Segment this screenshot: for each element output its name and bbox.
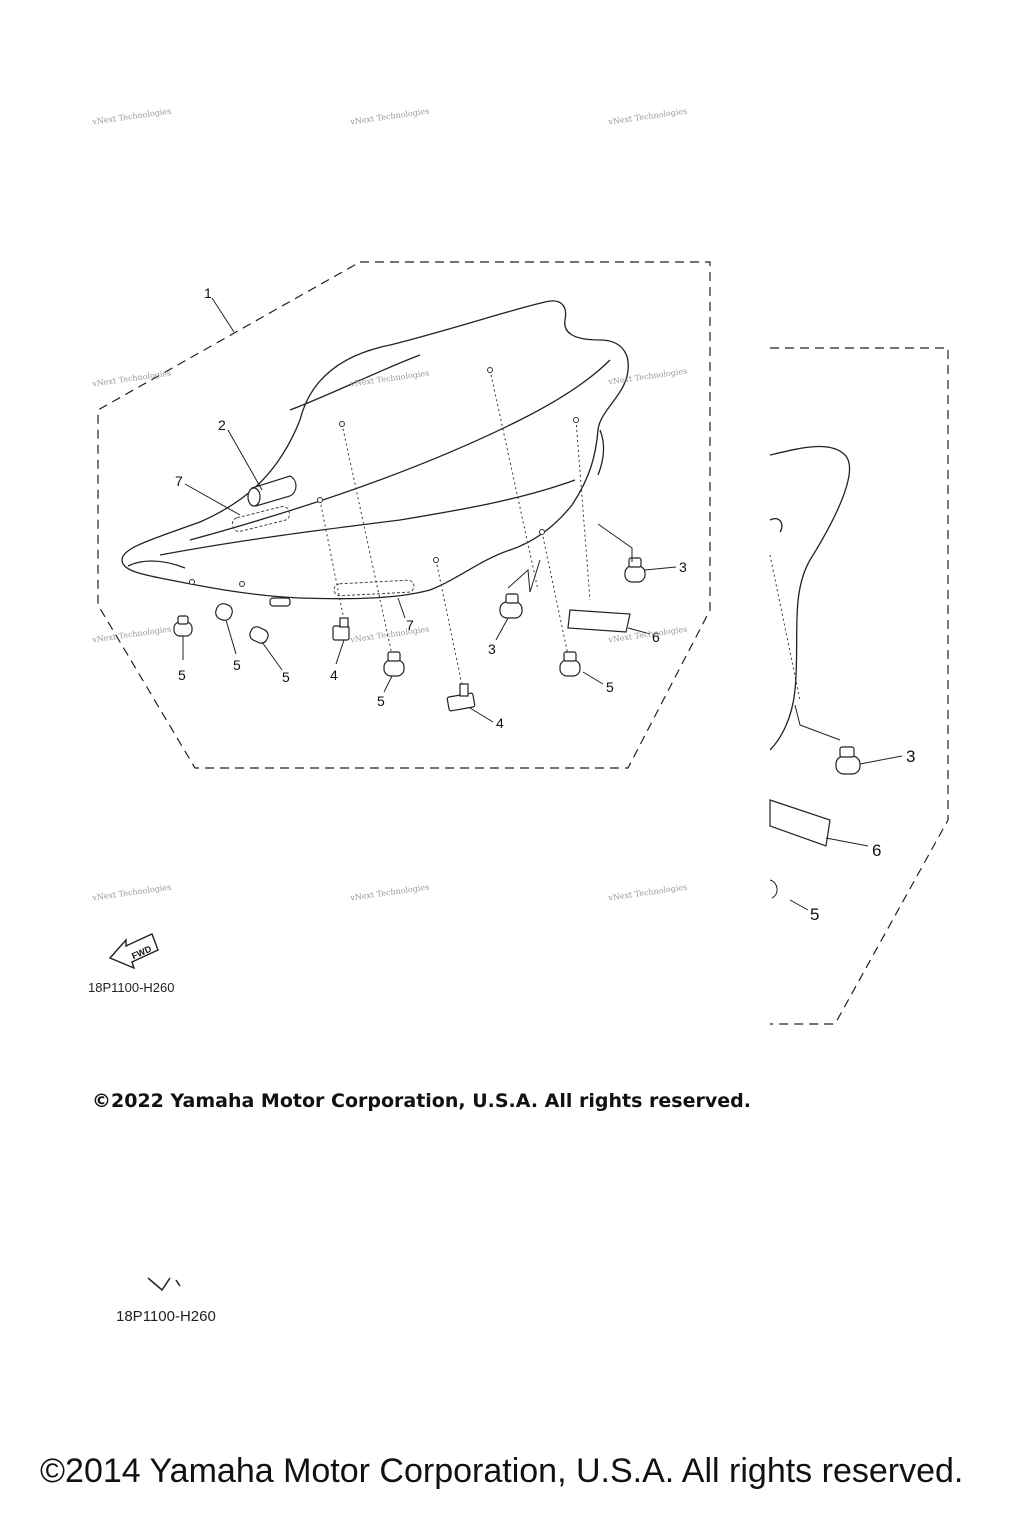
main-assembly-outline xyxy=(97,261,711,769)
guide-lines xyxy=(319,369,801,701)
callout-7-top: 7 xyxy=(175,473,183,489)
pads xyxy=(567,609,831,847)
part-code: 18P1100-H260 xyxy=(88,980,175,995)
callout-4-a: 4 xyxy=(330,667,338,683)
item-7-pad-right xyxy=(333,579,415,597)
bumper-partial xyxy=(769,879,778,899)
clips xyxy=(332,617,476,712)
callout-6-top: 6 xyxy=(652,629,660,645)
fwd-arrow-icon xyxy=(108,933,159,970)
item-2-roll xyxy=(247,475,297,507)
seat-holes xyxy=(189,367,579,587)
leader-lines xyxy=(182,297,903,911)
callout-4-b: 4 xyxy=(496,715,504,731)
bumpers xyxy=(173,557,861,775)
callout-5-d: 5 xyxy=(377,693,385,709)
copyright-2022: ©2022 Yamaha Motor Corporation, U.S.A. A… xyxy=(92,1090,751,1112)
callout-5-c: 5 xyxy=(282,669,290,685)
callout-2: 2 xyxy=(218,417,226,433)
zigzag-leader xyxy=(507,559,541,593)
part-code-lower: 18P1100-H260 xyxy=(116,1308,216,1325)
item-7-pad-left xyxy=(231,505,291,533)
callout-3-mid: 3 xyxy=(488,641,496,657)
callout-5-b: 5 xyxy=(233,657,241,673)
callout-5-a: 5 xyxy=(178,667,186,683)
seat xyxy=(121,300,629,600)
callout-1: 1 xyxy=(204,285,212,301)
copyright-2014: ©2014 Yamaha Motor Corporation, U.S.A. A… xyxy=(40,1452,964,1490)
callout-3-top: 3 xyxy=(679,559,687,575)
callout-3-right: 3 xyxy=(906,747,915,766)
callout-5-right: 5 xyxy=(810,905,819,924)
callout-5-e: 5 xyxy=(606,679,614,695)
secondary-assembly-outline xyxy=(770,347,949,1025)
callout-6-right: 6 xyxy=(872,841,881,860)
partial-arrow-icon xyxy=(147,1277,181,1292)
callout-7-bottom: 7 xyxy=(406,617,414,633)
secondary-seat xyxy=(769,445,851,751)
